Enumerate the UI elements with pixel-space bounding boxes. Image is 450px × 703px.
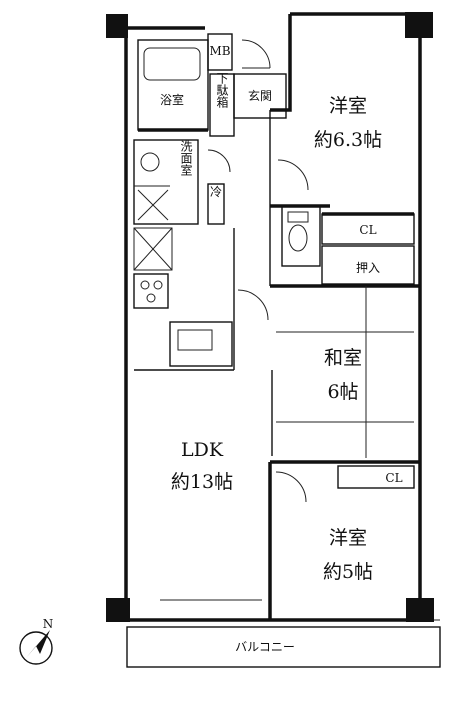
western-room-1-size: 約6.3帖 xyxy=(314,129,382,151)
shoe-box-label: 下駄箱 xyxy=(215,72,229,108)
closet-1-label: CL xyxy=(359,223,376,237)
kitchen xyxy=(133,227,235,371)
oshiire-label: 押入 xyxy=(356,261,380,275)
ldk: LDK 約13帖 xyxy=(160,110,271,601)
ldk-name: LDK xyxy=(181,439,224,461)
western-room-2-name: 洋室 xyxy=(329,527,367,549)
western-room-1-name: 洋室 xyxy=(329,95,367,117)
washroom: 洗面室 冷 xyxy=(133,139,231,225)
balcony-label: バルコニー xyxy=(235,640,295,654)
bathroom: 浴室 xyxy=(137,39,209,132)
western-room-2: CL 洋室 約5帖 xyxy=(268,460,420,620)
japanese-room-name: 和室 xyxy=(324,347,362,369)
entrance-label: 玄関 xyxy=(248,88,272,103)
structural-pillars xyxy=(106,12,434,622)
compass: N xyxy=(19,617,54,665)
toilet xyxy=(281,205,321,267)
compass-label: N xyxy=(43,617,54,631)
japanese-room: 和室 6帖 xyxy=(237,284,420,458)
closet-2-label: CL xyxy=(385,471,402,485)
ldk-size: 約13帖 xyxy=(171,471,233,493)
balcony: バルコニー xyxy=(126,619,441,668)
meter-box-label: MB xyxy=(209,44,230,58)
entrance: 玄関 xyxy=(233,39,287,119)
western-room-1: 洋室 約6.3帖 xyxy=(270,95,382,208)
fridge-label: 冷 xyxy=(210,185,222,199)
closets-upper: CL 押入 xyxy=(321,212,415,285)
bath-label: 浴室 xyxy=(160,92,184,107)
utility-strip: MB 下駄箱 xyxy=(207,33,235,137)
washroom-label: 洗面室 xyxy=(179,140,193,176)
japanese-room-size: 6帖 xyxy=(327,381,358,403)
western-room-2-size: 約5帖 xyxy=(323,561,373,583)
